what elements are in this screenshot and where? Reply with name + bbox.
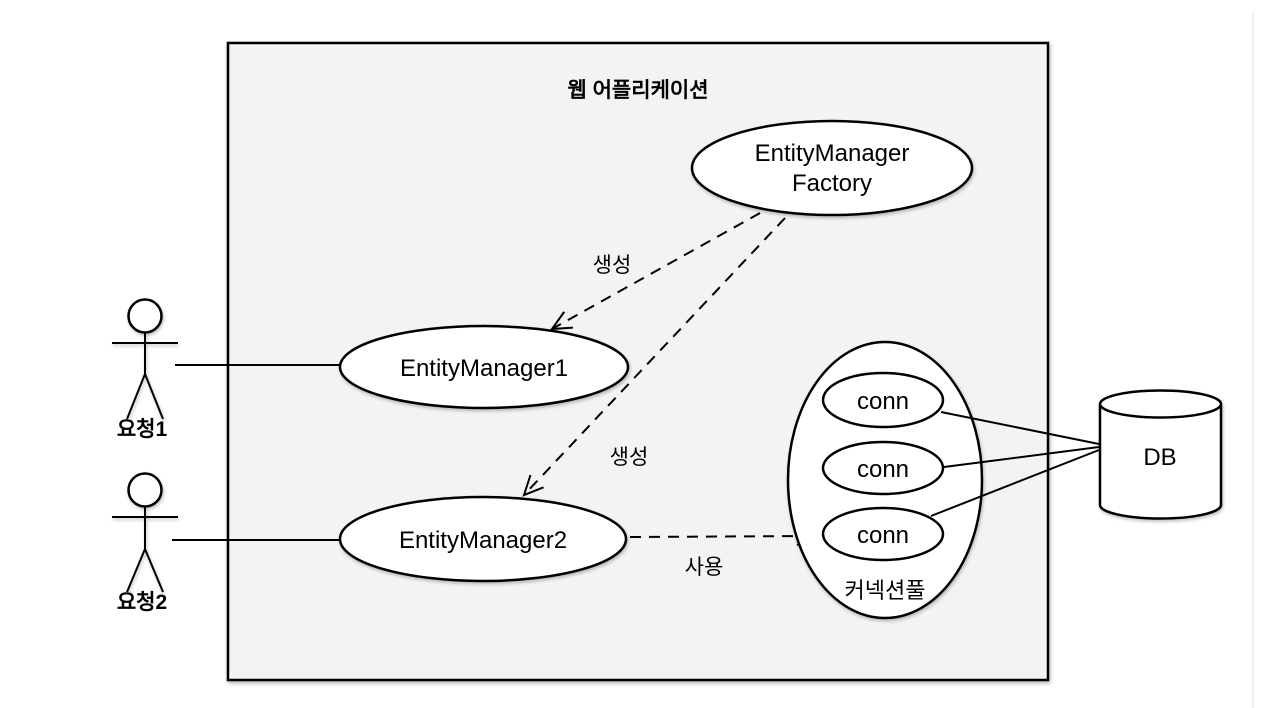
conn1-db-link xyxy=(940,411,1100,445)
conn2-label: conn xyxy=(857,456,909,483)
actor2-left-leg xyxy=(126,548,146,593)
create-edge-em2 xyxy=(522,217,786,497)
entitymanager-factory-node xyxy=(690,119,974,217)
conn3-label: conn xyxy=(857,522,909,549)
create-edge-em2-label: 생성 xyxy=(610,446,649,469)
conn2-db-link xyxy=(943,446,1100,468)
db-cylinder-top xyxy=(1098,389,1223,419)
conn1-node xyxy=(821,371,945,429)
actor1-right-leg xyxy=(144,373,164,420)
actor-request2 xyxy=(112,472,178,593)
actor2-head xyxy=(127,472,163,508)
entitymanager-factory-label-line2: Factory xyxy=(792,170,872,197)
db-cylinder-body xyxy=(1098,404,1223,520)
entitymanager2-node xyxy=(338,495,628,583)
connection-pool-label: 커넥션풀 xyxy=(845,578,926,603)
actor1-head xyxy=(127,298,163,334)
db-cylinder xyxy=(1098,389,1223,520)
entitymanager1-node xyxy=(338,324,630,410)
actor1-left-leg xyxy=(126,373,146,420)
db-label: DB xyxy=(1143,444,1176,471)
entitymanager-factory-label-line1: EntityManager xyxy=(755,140,910,167)
use-edge-label: 사용 xyxy=(685,556,724,579)
actor-request1 xyxy=(112,298,178,420)
entitymanager1-label: EntityManager1 xyxy=(400,355,568,382)
conn3-db-link xyxy=(930,449,1100,517)
entitymanager2-label: EntityManager2 xyxy=(399,527,567,554)
create-edge-em1-label: 생성 xyxy=(593,254,632,277)
conn3-node xyxy=(821,506,945,562)
use-edge xyxy=(629,526,819,547)
actor2-label: 요청2 xyxy=(117,591,167,614)
actor2-right-leg xyxy=(144,548,164,593)
actor1-label: 요청1 xyxy=(117,418,168,441)
create-edge-em1 xyxy=(549,212,761,331)
conn2-node xyxy=(821,440,945,496)
web-application-title: 웹 어플리케이션 xyxy=(567,79,708,102)
conn1-label: conn xyxy=(857,388,909,415)
